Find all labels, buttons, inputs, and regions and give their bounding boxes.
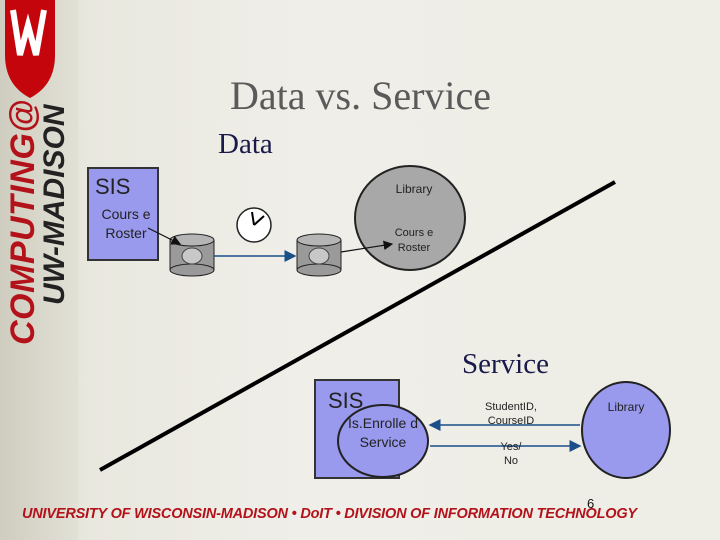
sis-data-label: SIS [95, 174, 131, 199]
library-database-icon [296, 233, 342, 277]
library-course-roster-label: Cours e Roster [394, 227, 434, 254]
isenrolled-service-label: Is.Enrolle d Service [347, 415, 419, 450]
data-heading: Data [218, 128, 273, 160]
sis-course-roster-label: Cours e Roster [101, 206, 151, 241]
response-label: Yes/ No [500, 441, 522, 467]
isenrolled-service-ellipse [337, 404, 429, 478]
library-service-ellipse [581, 381, 671, 479]
sis-service-label: SIS [328, 388, 364, 413]
page-number: 6 [587, 496, 595, 511]
library-data-ellipse [354, 165, 466, 271]
footer-text: UNIVERSITY OF WISCONSIN-MADISON • DoIT •… [22, 506, 637, 522]
uw-crest-logo [5, 0, 55, 98]
clock-icon [236, 207, 272, 243]
library-data-label: Library [395, 182, 433, 196]
sis-database-icon [169, 233, 215, 277]
sis-to-db-arrow [147, 227, 182, 245]
sis-data-box [87, 167, 159, 261]
service-heading: Service [462, 348, 549, 380]
library-service-label: Library [607, 400, 645, 414]
db-to-library-arrow [340, 240, 394, 253]
request-params-label: StudentID, CourseID [485, 401, 537, 427]
divider-line [99, 180, 616, 472]
slide-title: Data vs. Service [230, 73, 492, 118]
